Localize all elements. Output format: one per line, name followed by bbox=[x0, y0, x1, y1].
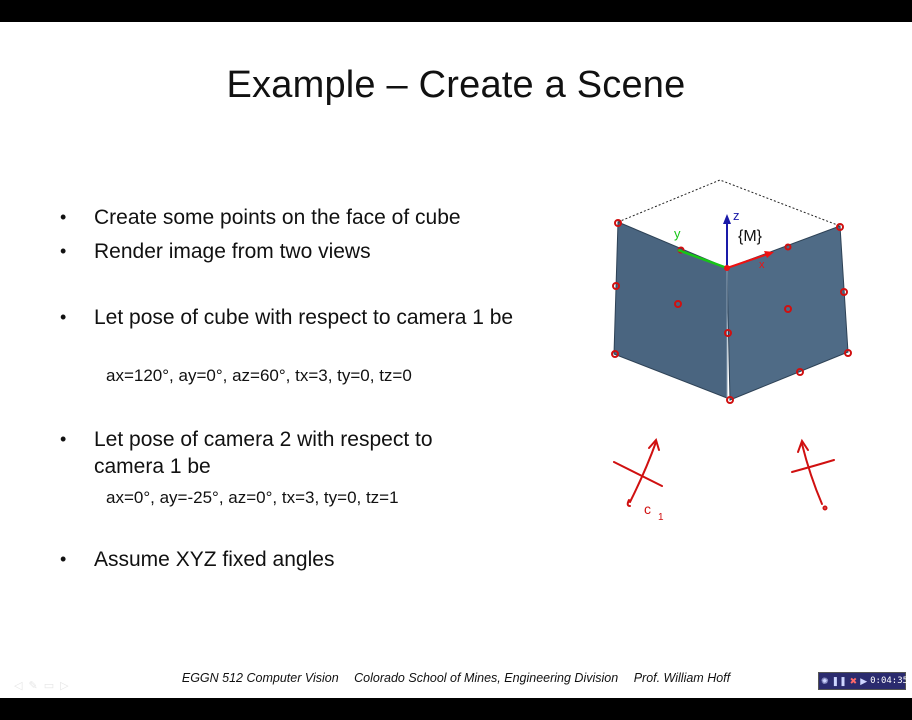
cube-left-face bbox=[613, 221, 728, 399]
point-marker bbox=[611, 350, 619, 358]
stop-icon[interactable]: ✖ bbox=[849, 675, 858, 686]
slide: Example – Create a Scene • Create some p… bbox=[0, 22, 912, 698]
player-logo-icon: ✺ bbox=[821, 675, 829, 686]
bullet-text: Let pose of cube with respect to camera … bbox=[94, 306, 514, 329]
point-marker bbox=[612, 282, 620, 290]
bullet-dot: • bbox=[60, 241, 67, 261]
bullet-text: Create some points on the face of cube bbox=[94, 206, 461, 229]
bullet-item: • Render image from two views bbox=[60, 238, 540, 265]
bullet-dot: • bbox=[60, 307, 67, 327]
x-axis-arrow bbox=[764, 251, 774, 258]
point-marker bbox=[836, 223, 844, 231]
point-marker bbox=[796, 368, 804, 376]
pause-icon[interactable]: ❚❚ bbox=[831, 675, 847, 686]
cube-points bbox=[611, 219, 852, 404]
pose-values: ax=0°, ay=-25°, az=0°, tx=3, ty=0, tz=1 bbox=[106, 488, 399, 507]
frame-origin bbox=[724, 265, 730, 271]
cube-figure: z y x {M} c 1 bbox=[611, 179, 852, 523]
point-marker bbox=[674, 300, 682, 308]
bullet-text: Assume XYZ fixed angles bbox=[94, 548, 335, 571]
slide-title: Example – Create a Scene bbox=[226, 64, 686, 106]
camera-1-sketch bbox=[613, 437, 663, 507]
camera-1-x-stroke bbox=[613, 461, 663, 487]
x-axis-label: x bbox=[759, 259, 765, 271]
bullet-dot: • bbox=[60, 429, 67, 449]
bullet-item: • Assume XYZ fixed angles bbox=[60, 546, 540, 573]
play-icon[interactable]: ▶ bbox=[860, 675, 868, 686]
slide-menu-icon[interactable]: ▭ bbox=[43, 680, 55, 692]
point-marker bbox=[840, 288, 848, 296]
camera-2-foot bbox=[822, 505, 828, 511]
bullet-text: Render image from two views bbox=[94, 240, 371, 263]
point-marker bbox=[724, 329, 732, 337]
point-marker bbox=[784, 305, 792, 313]
frame-label: {M} bbox=[738, 228, 763, 245]
z-axis-arrow bbox=[723, 214, 731, 224]
camera-2-arrow bbox=[797, 438, 809, 453]
bullet-item: • Let pose of camera 2 with respect to c… bbox=[60, 426, 490, 480]
hidden-edges bbox=[617, 179, 841, 227]
x-axis bbox=[726, 253, 769, 269]
camera-2-x-stroke bbox=[791, 459, 835, 473]
camera-1-label: c bbox=[644, 501, 651, 517]
next-slide-icon[interactable]: ▷ bbox=[60, 680, 69, 692]
camera-2-z-stroke bbox=[801, 443, 823, 505]
point-marker bbox=[844, 349, 852, 357]
pose-values: ax=120°, ay=0°, az=60°, tx=3, ty=0, tz=0 bbox=[106, 366, 412, 385]
y-axis bbox=[677, 248, 728, 270]
footer-author: Prof. William Hoff bbox=[633, 671, 731, 685]
point-marker bbox=[784, 243, 792, 251]
point-marker bbox=[614, 219, 622, 227]
camera-1-z-stroke bbox=[629, 441, 657, 503]
camera-1-arrow bbox=[648, 437, 660, 451]
bullet-text: Let pose of camera 2 with respect to cam… bbox=[94, 428, 433, 478]
camera-1-foot bbox=[626, 499, 631, 507]
slide-nav-controls: ◁ ✎ ▭ ▷ bbox=[14, 679, 69, 692]
bullet-item: • Create some points on the face of cube bbox=[60, 204, 540, 231]
footer-school: Colorado School of Mines, Engineering Di… bbox=[354, 671, 619, 685]
pen-icon[interactable]: ✎ bbox=[28, 680, 38, 692]
player-time: 0:04:35 bbox=[870, 676, 909, 686]
previous-slide-icon[interactable]: ◁ bbox=[14, 680, 23, 692]
footer-course: EGGN 512 Computer Vision bbox=[181, 671, 339, 685]
camera-1-subscript: 1 bbox=[658, 512, 664, 523]
bullet-item: • Let pose of cube with respect to camer… bbox=[60, 304, 530, 331]
y-axis-label: y bbox=[674, 226, 681, 241]
slide-footer: EGGN 512 Computer Vision Colorado School… bbox=[0, 671, 912, 685]
z-axis-label: z bbox=[733, 208, 740, 223]
camera-2-sketch bbox=[791, 438, 835, 511]
video-player-controls: ✺ ❚❚ ✖ ▶ 0:04:35 bbox=[818, 672, 909, 690]
bullet-dot: • bbox=[60, 549, 67, 569]
cube-right-face bbox=[726, 225, 849, 401]
point-marker bbox=[726, 396, 734, 404]
bullet-dot: • bbox=[60, 207, 67, 227]
